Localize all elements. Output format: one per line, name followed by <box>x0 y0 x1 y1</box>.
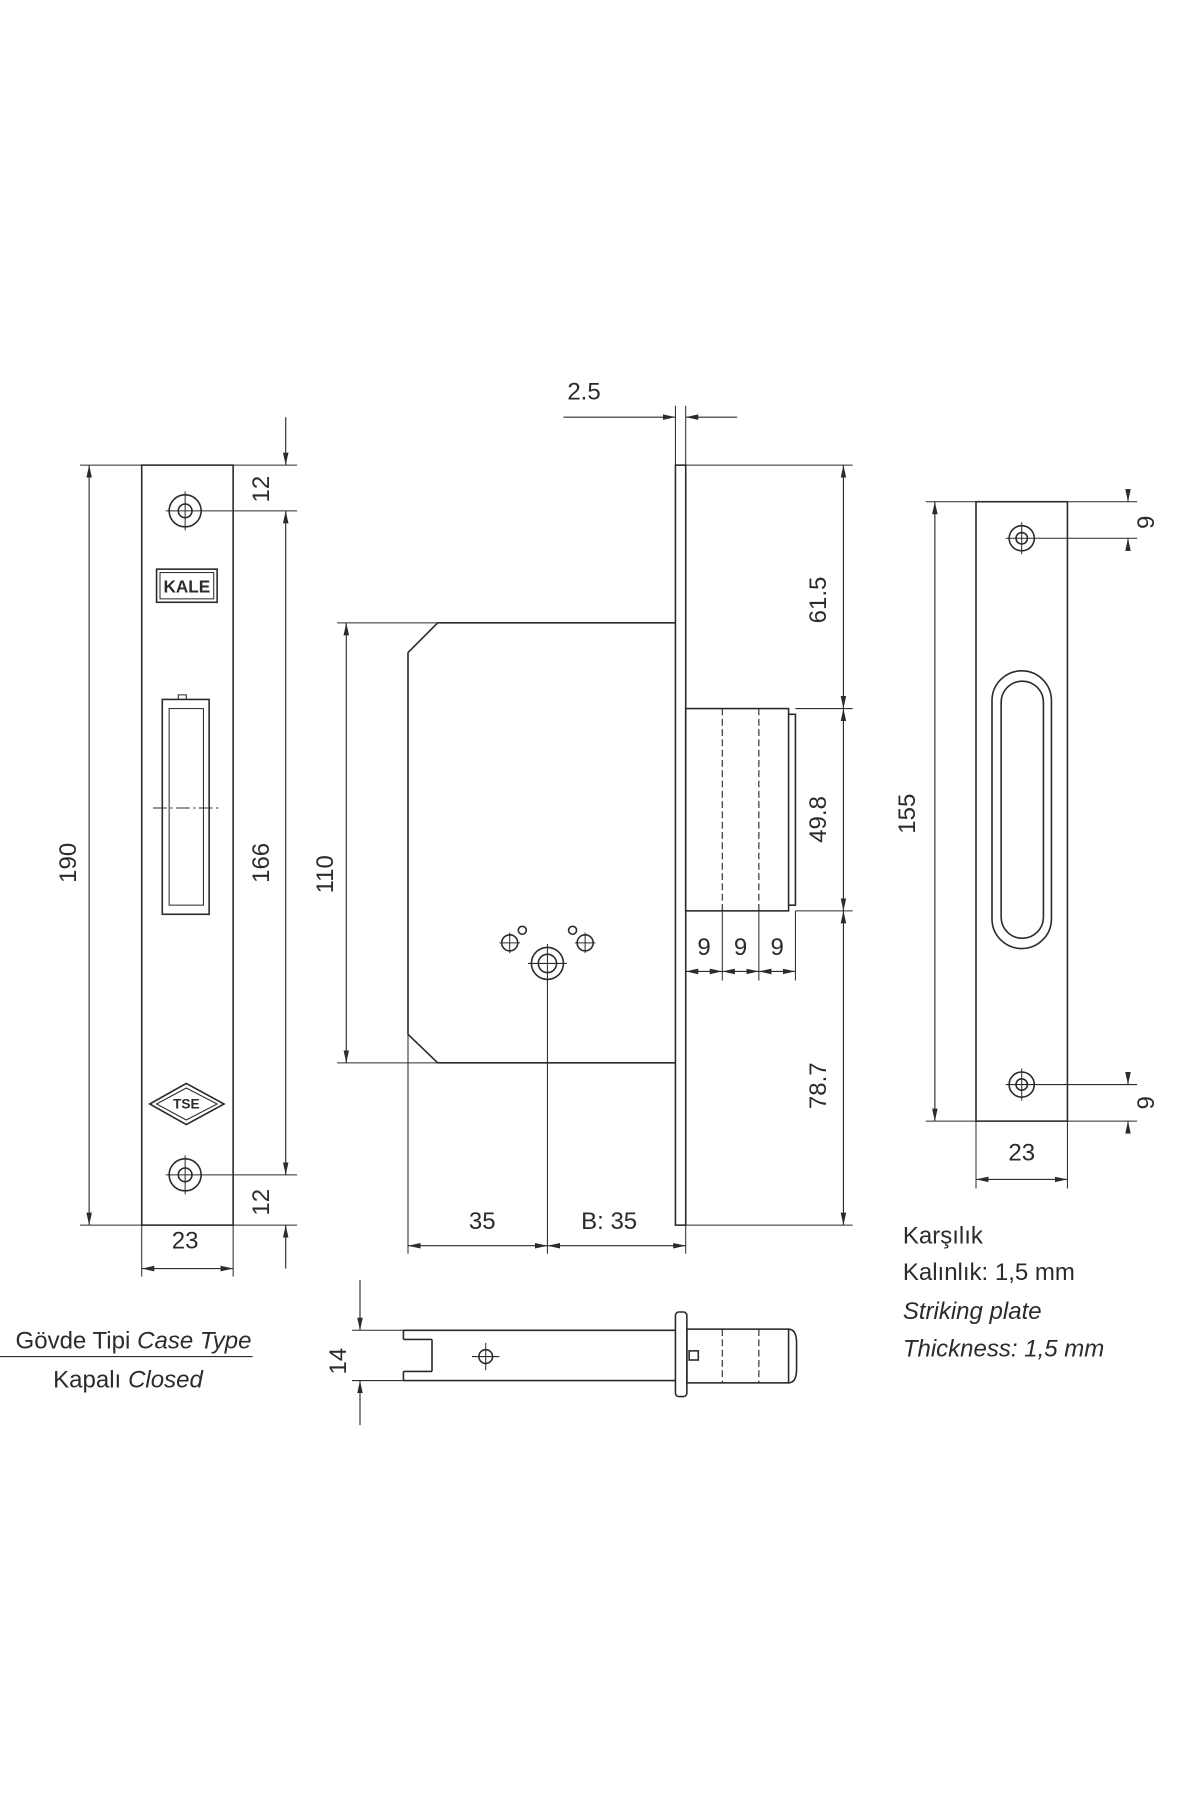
striking-plate-thickness-tr: Kalınlık: 1,5 mm <box>903 1259 1075 1286</box>
tse-logo: TSE <box>148 1082 226 1126</box>
faceplate-edge <box>674 464 687 1226</box>
tse-logo-outer <box>148 1082 226 1126</box>
right-screw-symbol <box>567 925 596 954</box>
lower-screw-hole <box>165 1155 205 1195</box>
strike-slot-inner <box>1000 680 1045 940</box>
deadbolt-nose <box>788 713 797 906</box>
dimension-label-overall-length: 190 <box>55 843 82 883</box>
dimension-label-bolt-span: 49.8 <box>805 796 832 843</box>
dimension-label-screw-pitch: 166 <box>248 843 275 883</box>
case-type-value-tr: Kapalı <box>53 1366 121 1393</box>
deadbolt-body <box>684 707 790 912</box>
dimension-label-plate-breadth: 23 <box>1008 1140 1035 1167</box>
dimension-label-bolt-step: 9 <box>734 934 747 961</box>
side-view <box>407 464 797 1226</box>
top-view <box>402 1311 798 1398</box>
dimension-label-lower-hole-margin: 9 <box>1133 1096 1160 1109</box>
dimension-label-plate-breadth: 23 <box>172 1228 199 1255</box>
logo-text: KALE <box>164 576 211 596</box>
bolt-slot-notch <box>177 694 187 700</box>
case-type-value: Kapalı Closed <box>53 1366 203 1393</box>
lower-plate-hole <box>1005 1068 1038 1101</box>
dimension-label-backset: B: 35 <box>581 1208 637 1235</box>
striking-plate-note: Karşılık Kalınlık: 1,5 mm Striking plate… <box>903 1222 1104 1362</box>
deadbolt-nose <box>788 1328 798 1384</box>
bolt-slot <box>153 694 220 916</box>
dimension-label-case-thickness: 14 <box>325 1348 352 1375</box>
kale-logo: KALE <box>155 568 218 604</box>
faceplate-outline <box>140 464 234 1226</box>
strike-slot <box>991 670 1053 950</box>
striking-plate-title-tr: Karşılık <box>903 1222 984 1249</box>
dimension-label-case-depth: 35 <box>469 1208 496 1235</box>
dimension-label-upper-margin: 12 <box>248 476 275 503</box>
front-view: KALE TSE <box>140 464 234 1226</box>
logo-frame <box>155 568 218 604</box>
side-view-dimensions: 2.5 61.5 49.8 78.7 110 9 9 9 35 B: <box>312 379 853 1254</box>
case-type-value-en: Closed <box>128 1366 203 1393</box>
case-type-label-en: Case Type <box>137 1328 251 1355</box>
logo-inner-frame <box>159 572 215 600</box>
tse-logo-inner <box>155 1087 219 1121</box>
dimension-label-faceplate-thickness: 2.5 <box>567 379 600 406</box>
dimension-label-case-span: 110 <box>312 855 339 893</box>
deadbolt-pin <box>688 1350 700 1361</box>
cylinder-hole <box>528 944 567 983</box>
upper-plate-hole <box>1005 522 1038 555</box>
dimension-label-upper-hole-margin: 9 <box>1133 516 1160 529</box>
dimension-label-plate-length: 155 <box>894 794 921 834</box>
striking-plate-title-en: Striking plate <box>903 1298 1042 1325</box>
dimension-label-lower-margin: 12 <box>248 1189 275 1216</box>
tse-logo-text: TSE <box>173 1096 200 1111</box>
front-view-dimensions: 190 12 166 12 23 <box>55 417 298 1277</box>
case-type-label-tr: Gövde Tipi <box>16 1328 131 1355</box>
top-view-hole <box>472 1342 500 1371</box>
dimension-label-bolt-step: 9 <box>697 934 710 961</box>
deadbolt <box>684 707 797 912</box>
strike-slot-outer <box>991 670 1053 950</box>
lock-case-body <box>407 622 676 1064</box>
top-view-dimensions: 14 <box>325 1280 404 1426</box>
screw-pin <box>517 925 528 936</box>
dimension-label-bolt-step: 9 <box>770 934 783 961</box>
striking-plate-dimensions: 155 9 9 23 <box>894 489 1160 1189</box>
deadbolt-top-view <box>686 1328 798 1384</box>
dimension-label-lower-segment: 78.7 <box>805 1062 832 1109</box>
striking-plate-view <box>975 500 1069 1122</box>
faceplate-top-edge <box>674 1311 688 1398</box>
deadbolt-body <box>686 1328 790 1384</box>
striking-plate-outline <box>975 500 1069 1122</box>
screw-pin <box>567 925 578 936</box>
bolt-slot-inner <box>168 708 204 906</box>
dimension-label-upper-segment: 61.5 <box>805 577 832 624</box>
left-screw-symbol <box>499 925 528 954</box>
striking-plate-thickness-en: Thickness: 1,5 mm <box>903 1336 1104 1363</box>
upper-screw-hole <box>165 491 205 531</box>
